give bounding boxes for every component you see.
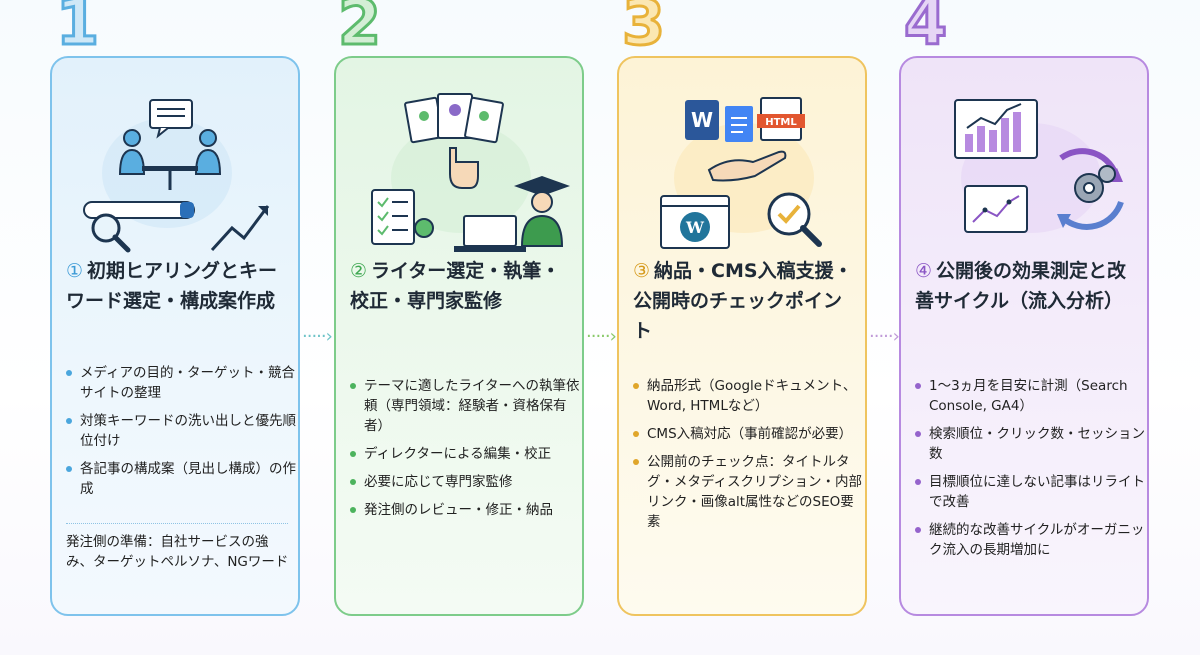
bar-chart-icon xyxy=(954,99,1038,159)
flow-arrow-3: ·····› xyxy=(869,326,900,347)
circled-number: ② xyxy=(350,260,368,282)
meeting-icon xyxy=(118,99,222,190)
list-item: メディアの目的・ターゲット・競合サイトの整理 xyxy=(64,363,296,403)
circled-number: ③ xyxy=(633,260,651,282)
circled-number: ④ xyxy=(915,260,933,282)
step-number-1: 1 xyxy=(54,0,100,59)
list-item: 継続的な改善サイクルがオーガニック流入の長期増加に xyxy=(913,520,1145,560)
magnifier-icon xyxy=(91,213,131,253)
divider xyxy=(66,523,288,524)
wordpress-icon: W xyxy=(660,195,730,249)
svg-text:W: W xyxy=(691,108,713,132)
step-number-3: 3 xyxy=(620,0,666,59)
list-item: 必要に応じて専門家監修 xyxy=(348,472,580,492)
search-bar-icon xyxy=(83,201,195,219)
graduate-laptop-icon xyxy=(454,176,570,252)
word-doc-icon: W xyxy=(685,100,719,140)
delivery-illustration: W HTML W xyxy=(660,97,822,249)
pointing-hand-icon xyxy=(449,147,479,189)
meeting-illustration xyxy=(83,99,270,253)
bullet-list-1: メディアの目的・ターゲット・競合サイトの整理 対策キーワードの洗い出しと優先順位… xyxy=(64,363,296,507)
list-item: CMS入稿対応（事前確認が必要） xyxy=(631,424,863,444)
svg-text:W: W xyxy=(685,218,705,237)
list-item: テーマに適したライターへの執筆依頼（専門領域：経験者・資格保有者） xyxy=(348,376,580,436)
flow-arrow-2: ·····› xyxy=(586,326,617,347)
gear-cycle-icon xyxy=(1057,148,1124,230)
step-number-2: 2 xyxy=(336,0,382,59)
step-number-4: 4 xyxy=(902,0,948,59)
list-item: 目標順位に達しない記事はリライトで改善 xyxy=(913,472,1145,512)
bullet-list-4: 1〜3ヵ月を目安に計測（Search Console, GA4） 検索順位・クリ… xyxy=(913,376,1145,568)
list-item: 検索順位・クリック数・セッション数 xyxy=(913,424,1145,464)
document-icon xyxy=(725,106,753,142)
list-item: 発注側のレビュー・修正・納品 xyxy=(348,500,580,520)
profile-cards-icon xyxy=(404,93,504,144)
bullet-list-3: 納品形式（Googleドキュメント、Word, HTMLなど） CMS入稿対応（… xyxy=(631,376,863,540)
handshake-icon xyxy=(707,150,787,182)
line-chart-icon xyxy=(964,185,1028,233)
writer-illustration xyxy=(371,93,570,252)
bullet-list-2: テーマに適したライターへの執筆依頼（専門領域：経験者・資格保有者） ディレクター… xyxy=(348,376,580,528)
trend-arrow-icon xyxy=(210,205,270,252)
list-item: ディレクターによる編集・校正 xyxy=(348,444,580,464)
checklist-icon xyxy=(371,189,434,245)
circled-number: ① xyxy=(66,260,84,282)
analytics-illustration xyxy=(954,99,1124,233)
html-file-icon: HTML xyxy=(757,97,805,141)
list-item: 納品形式（Googleドキュメント、Word, HTMLなど） xyxy=(631,376,863,416)
list-item: 各記事の構成案（見出し構成）の作成 xyxy=(64,459,296,499)
flow-arrow-1: ·····› xyxy=(302,326,333,347)
preparation-note: 発注側の準備：自社サービスの強み、ターゲットペルソナ、NGワード xyxy=(66,534,289,570)
list-item: 1〜3ヵ月を目安に計測（Search Console, GA4） xyxy=(913,376,1145,416)
check-magnifier-icon xyxy=(767,192,822,247)
list-item: 対策キーワードの洗い出しと優先順位付け xyxy=(64,411,296,451)
list-item: 公開前のチェック点：タイトルタグ・メタディスクリプション・内部リンク・画像alt… xyxy=(631,452,863,532)
svg-text:HTML: HTML xyxy=(765,117,797,128)
